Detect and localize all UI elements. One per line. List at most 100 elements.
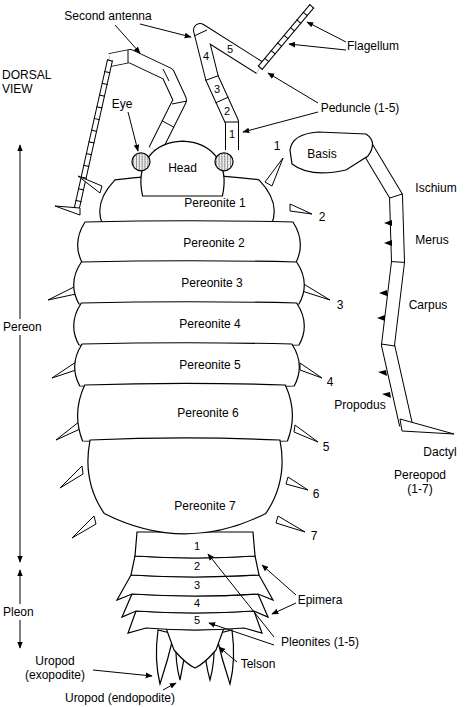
leg-spine <box>52 362 76 378</box>
segment-shape <box>88 438 282 534</box>
leg-spines <box>48 158 330 538</box>
leader-line <box>272 603 296 614</box>
segment-shape <box>132 153 150 171</box>
part-label: DORSAL VIEW <box>2 68 64 96</box>
leg-spine <box>265 158 283 186</box>
leader-line <box>128 112 138 151</box>
joint <box>391 261 405 263</box>
segment-name: Pereonite 3 <box>181 276 242 290</box>
leader-line <box>163 683 176 690</box>
leader-line <box>289 44 346 50</box>
leader-line <box>262 565 296 595</box>
spine <box>377 315 385 321</box>
flagellum-joints <box>260 6 312 68</box>
body-segment: Pereonite 6 <box>76 385 294 441</box>
telson <box>166 628 224 668</box>
callout-number: 3 <box>214 82 220 96</box>
leader-line <box>208 554 274 637</box>
part-label: Flagellum <box>347 39 399 53</box>
antenna-flagellum <box>260 6 312 68</box>
segment-shape <box>78 383 293 442</box>
part-label: Merus <box>415 233 448 247</box>
leader-line <box>243 112 318 132</box>
pleonite <box>131 556 259 577</box>
antenna-peduncle <box>110 56 180 150</box>
body-segment: Pereonite 5 <box>73 344 301 386</box>
joint <box>389 194 402 198</box>
segment-name: Pereonite 7 <box>174 499 235 513</box>
part-label: Propodus <box>334 398 385 412</box>
segment-name: Pereonite 1 <box>184 196 245 210</box>
basis <box>290 132 373 173</box>
callout-number: 2 <box>224 104 230 118</box>
part-label: 3 <box>337 298 344 312</box>
joint <box>163 69 169 81</box>
body-segment: Pereonite 4 <box>72 303 306 345</box>
leg-spine <box>55 206 80 215</box>
part-label: Pereopod (1-7) <box>385 468 455 496</box>
part-label: Telson <box>241 657 276 671</box>
callout-number: 4 <box>194 596 200 610</box>
part-label: 6 <box>313 487 320 501</box>
segment-name: Pereonite 2 <box>183 236 244 250</box>
segment-shape <box>78 221 301 265</box>
leg-spine <box>286 477 308 490</box>
joint <box>225 122 239 123</box>
part-label: Pleonites (1-5) <box>281 635 359 649</box>
joint <box>216 97 229 103</box>
antenna-peduncle-fill <box>200 30 260 150</box>
segment-outline <box>84 440 286 542</box>
leader-line <box>307 22 346 42</box>
segment-shape <box>141 141 224 196</box>
pleonite <box>117 575 273 600</box>
antenna-flagellum <box>76 60 110 212</box>
part-label: Peduncle (1-5) <box>321 101 400 115</box>
segment-shape <box>74 302 305 346</box>
leg-spine <box>290 204 312 214</box>
segment-shape <box>215 153 233 171</box>
part-label: Second antenna <box>64 9 151 23</box>
pleonite <box>122 594 268 617</box>
leader-line <box>115 25 140 53</box>
callout-number: 1 <box>194 539 200 553</box>
dactyl <box>400 419 454 434</box>
part-label: Uropod (exopodite) <box>19 654 91 682</box>
leg-spine <box>276 516 305 532</box>
part-label: Pleon <box>2 604 35 620</box>
part-label: Basis <box>307 147 336 161</box>
joint <box>205 76 218 81</box>
leader-line <box>219 647 237 662</box>
segment-shape <box>75 343 300 387</box>
part-label: 7 <box>311 529 318 543</box>
antenna-flagellum-fill <box>76 60 110 212</box>
part-label: Eye <box>112 97 133 111</box>
part-label: Uropod (endopodite) <box>65 691 175 705</box>
head-segment: Head <box>135 140 230 196</box>
segment-name: Pereonite 4 <box>179 317 240 331</box>
callout-number: 5 <box>194 613 200 627</box>
segment-name: Pereonite 6 <box>177 406 238 420</box>
antenna-peduncle <box>200 30 260 150</box>
spine <box>384 240 392 246</box>
part-label: Dactyl <box>423 445 456 459</box>
leg-segments <box>366 146 406 425</box>
part-label: Epimera <box>298 593 343 607</box>
leader-line <box>140 24 191 37</box>
segment-shape <box>74 261 305 305</box>
part-label: Pereon <box>2 319 43 335</box>
segment-name: Pereonite 5 <box>179 358 240 372</box>
joint <box>128 50 129 63</box>
leader-line <box>268 73 318 103</box>
leg-spine <box>60 466 83 488</box>
callout-number: 4 <box>203 49 209 63</box>
segment-shape <box>100 175 274 225</box>
leg-spine <box>78 176 102 193</box>
pereopod <box>290 132 454 434</box>
leg-spine <box>48 286 76 300</box>
leg-spine <box>302 283 330 300</box>
leg-spine <box>72 516 96 538</box>
antenna-peduncle-fill <box>110 56 180 150</box>
leg-segments-fill <box>366 146 406 425</box>
right-antenna <box>194 6 312 150</box>
leader-line <box>93 670 152 676</box>
